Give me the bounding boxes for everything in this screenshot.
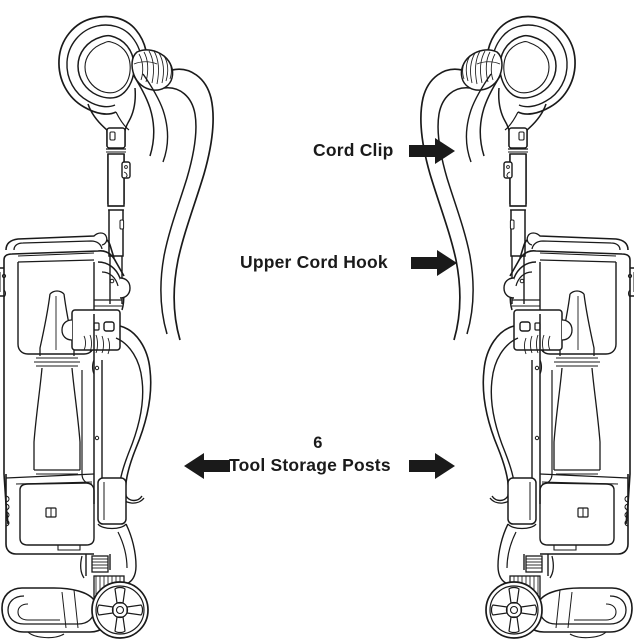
callout-label-cord-clip: Cord Clip	[313, 140, 394, 160]
callout-label-tool-storage-posts: Tool Storage Posts	[229, 455, 391, 475]
tool-storage-posts-arrow-left-icon	[184, 453, 230, 479]
tool-storage-posts-arrow-right-icon	[409, 453, 455, 479]
upper-cord-hook-arrow-right-icon	[411, 250, 457, 276]
cord-clip-arrow-right-icon	[409, 138, 455, 164]
callout-label-upper-cord-hook: Upper Cord Hook	[240, 252, 388, 272]
callout-tool-storage-post-count: 6	[313, 434, 323, 452]
vacuum-left-view	[0, 15, 215, 639]
vacuum-right-view	[419, 15, 634, 639]
